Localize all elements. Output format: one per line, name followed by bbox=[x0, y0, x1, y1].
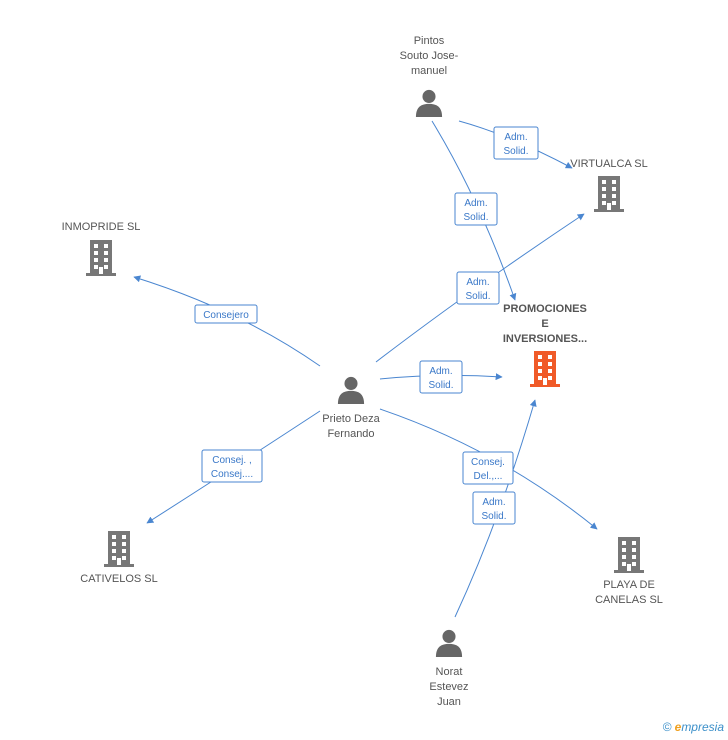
edge-label-prieto-promociones[interactable]: Adm. Solid. bbox=[419, 360, 463, 394]
node-label-line: PLAYA DE bbox=[603, 579, 655, 591]
edge-label-line: Consej. , bbox=[212, 455, 251, 466]
person-icon bbox=[435, 629, 463, 657]
node-label-line: VIRTUALCA SL bbox=[570, 158, 647, 170]
edge-label-line: Del.,... bbox=[474, 471, 503, 482]
node-cativelos[interactable]: CATIVELOS SL bbox=[80, 531, 158, 585]
edge-label-pintos-promociones[interactable]: Adm. Solid. bbox=[454, 192, 498, 226]
node-label-line: Juan bbox=[437, 696, 461, 708]
building-icon bbox=[594, 176, 624, 212]
edge-label-line: Solid. bbox=[481, 511, 506, 522]
edge-label-line: Adm. bbox=[429, 366, 452, 377]
node-label-line: manuel bbox=[411, 65, 447, 77]
edge-label-line: Adm. bbox=[504, 132, 527, 143]
node-label-line: CANELAS SL bbox=[595, 594, 663, 606]
node-promociones[interactable]: PROMOCIONES E INVERSIONES... bbox=[503, 303, 587, 387]
edge-label-line: Consejero bbox=[203, 310, 249, 321]
node-label-line: INMOPRIDE SL bbox=[62, 221, 141, 233]
copyright-icon: © bbox=[662, 720, 672, 734]
node-label-line: Souto Jose- bbox=[400, 50, 459, 62]
node-label-line: E bbox=[541, 318, 548, 330]
node-label-line: Norat bbox=[436, 666, 463, 678]
edge-label-line: Solid. bbox=[463, 212, 488, 223]
edge-label-box bbox=[493, 126, 539, 160]
edge-label-box bbox=[454, 192, 498, 226]
edge-label-box bbox=[419, 360, 463, 394]
person-icon bbox=[415, 89, 443, 117]
person-icon bbox=[337, 376, 365, 404]
building-icon bbox=[86, 240, 116, 276]
edge-label-prieto-playa[interactable]: Consej. Del.,... bbox=[462, 451, 514, 485]
logo-text: mpresia bbox=[681, 720, 724, 734]
empresia-logo: ©empresia bbox=[663, 720, 724, 734]
edge-label-box bbox=[462, 451, 514, 485]
node-label-line: INVERSIONES... bbox=[503, 333, 587, 345]
edge-label-box bbox=[194, 304, 258, 324]
edge-label-line: Solid. bbox=[428, 380, 453, 391]
building-icon bbox=[614, 537, 644, 573]
node-label-line: Estevez bbox=[429, 681, 468, 693]
edge-label-prieto-inmopride[interactable]: Consejero bbox=[194, 304, 258, 324]
node-playa[interactable]: PLAYA DE CANELAS SL bbox=[595, 537, 663, 606]
node-label-line: Prieto Deza bbox=[322, 413, 380, 425]
node-label-line: CATIVELOS SL bbox=[80, 573, 157, 585]
edge-label-line: Consej. bbox=[471, 457, 505, 468]
edge-label-prieto-cativelos[interactable]: Consej. , Consej.... bbox=[201, 449, 263, 483]
edge-label-pintos-virtualca[interactable]: Adm. Solid. bbox=[493, 126, 539, 160]
edge-label-box bbox=[201, 449, 263, 483]
edge-label-box bbox=[456, 271, 500, 305]
building-icon bbox=[104, 531, 134, 567]
node-label-line: PROMOCIONES bbox=[503, 303, 587, 315]
node-label-line: Fernando bbox=[327, 428, 374, 440]
edge-label-line: Adm. bbox=[466, 277, 489, 288]
logo-first-letter: e bbox=[674, 720, 682, 734]
node-virtualca[interactable]: VIRTUALCA SL bbox=[570, 158, 648, 212]
edge-label-line: Adm. bbox=[482, 497, 505, 508]
edge-label-line: Solid. bbox=[465, 291, 490, 302]
edge-label-line: Solid. bbox=[503, 146, 528, 157]
node-label-line: Pintos bbox=[414, 35, 445, 47]
edge-label-line: Adm. bbox=[464, 198, 487, 209]
edge-label-box bbox=[472, 491, 516, 525]
building-icon bbox=[530, 351, 560, 387]
node-inmopride[interactable]: INMOPRIDE SL bbox=[62, 221, 141, 276]
edge-label-prieto-virtualca[interactable]: Adm. Solid. bbox=[456, 271, 500, 305]
edge-label-norat-promociones[interactable]: Adm. Solid. bbox=[472, 491, 516, 525]
edge-label-line: Consej.... bbox=[211, 469, 253, 480]
